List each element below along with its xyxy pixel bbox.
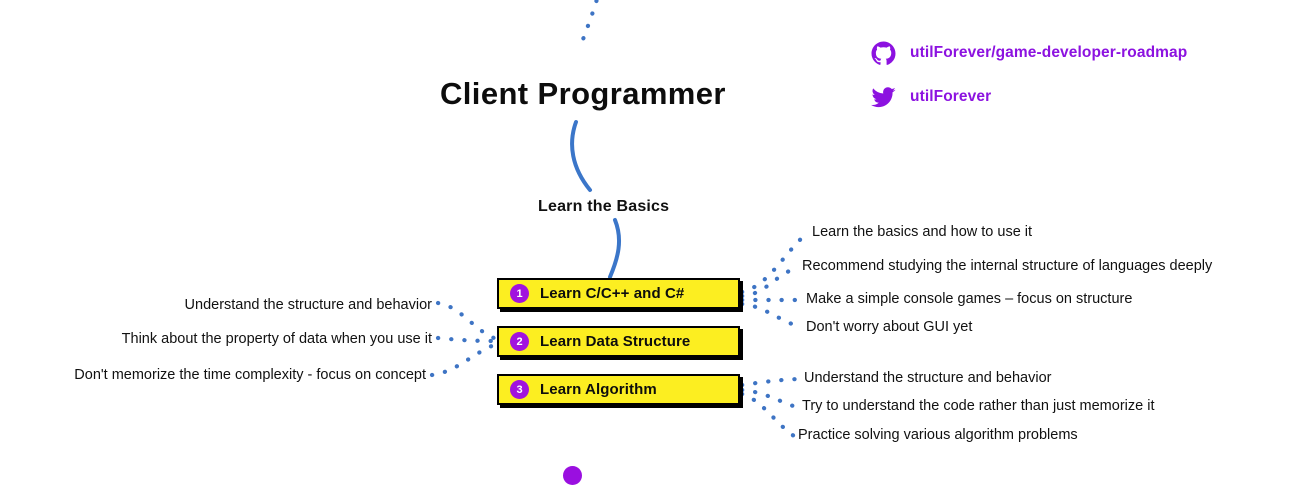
- twitter-icon: [870, 84, 896, 110]
- topic2-note1-leader: [435, 300, 497, 341]
- twitter-link-label: utilForever: [910, 88, 992, 105]
- note-topic2-1: Understand the structure and behavior: [184, 297, 432, 313]
- topic-badge-1: 1: [510, 284, 529, 303]
- github-link-label: utilForever/game-developer-roadmap: [910, 44, 1188, 61]
- top-incoming-dotted-wire: [577, 0, 599, 51]
- topic-label-2: Learn Data Structure: [540, 333, 691, 350]
- note-topic1-1: Learn the basics and how to use it: [812, 224, 1033, 240]
- note-topic1-4: Don't worry about GUI yet: [806, 319, 973, 335]
- github-link[interactable]: utilForever/game-developer-roadmap: [870, 36, 1187, 70]
- social-links: utilForever/game-developer-roadmap utilF…: [870, 36, 1187, 124]
- note-topic2-2: Think about the property of data when yo…: [121, 331, 432, 347]
- github-icon: [870, 40, 896, 66]
- topic1-note1-leader: [739, 231, 809, 295]
- note-topic2-3: Don't memorize the time complexity - foc…: [74, 367, 426, 383]
- topic1-note2-leader: [739, 265, 799, 299]
- note-topic3-2: Try to understand the code rather than j…: [802, 398, 1155, 414]
- note-topic3-1: Understand the structure and behavior: [804, 370, 1052, 386]
- topic3-note3-leader: [739, 391, 797, 439]
- title-to-section-wire: [570, 120, 592, 192]
- note-topic1-2: Recommend studying the internal structur…: [802, 258, 1213, 274]
- section-to-topic1-wire: [608, 218, 622, 279]
- topic-label-1: Learn C/C++ and C#: [540, 285, 685, 302]
- topic-box-learn-c-cpp-csharp[interactable]: 1 Learn C/C++ and C#: [497, 278, 740, 309]
- note-topic1-3: Make a simple console games – focus on s…: [806, 291, 1133, 307]
- end-node-dot: [563, 466, 582, 485]
- topic1-note4-leader: [739, 301, 803, 330]
- topic-badge-3: 3: [510, 380, 529, 399]
- topic-box-learn-data-structure[interactable]: 2 Learn Data Structure: [497, 326, 740, 357]
- topic2-note2-leader: [435, 335, 497, 344]
- topic-badge-2: 2: [510, 332, 529, 351]
- topic3-note2-leader: [739, 387, 799, 410]
- topic-box-learn-algorithm[interactable]: 3 Learn Algorithm: [497, 374, 740, 405]
- twitter-link[interactable]: utilForever: [870, 80, 1187, 114]
- page-title: Client Programmer: [440, 76, 726, 111]
- section-heading-learn-the-basics: Learn the Basics: [538, 198, 670, 215]
- note-topic3-3: Practice solving various algorithm probl…: [798, 427, 1078, 443]
- topic-label-3: Learn Algorithm: [540, 381, 657, 398]
- topic2-note3-leader: [429, 342, 497, 378]
- topic3-note1-leader: [739, 376, 801, 388]
